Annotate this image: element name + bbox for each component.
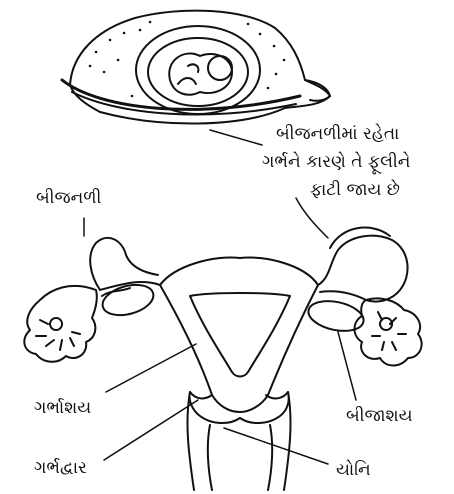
vagina-inner (208, 425, 272, 490)
rupture-callout-text: બીજનળીમાં રહેતા ગર્ભને કારણે તે ફૂલીને ફ… (262, 120, 410, 204)
vagina-walls (187, 392, 290, 490)
right-ovary (306, 296, 367, 335)
right-fimbriae-detail (372, 312, 406, 350)
rupture-leader-line (296, 198, 328, 238)
embryo-shape (169, 53, 232, 94)
label-vagina: યોનિ (336, 462, 371, 479)
callout-line-2: ગર્ભને કારણે તે ફૂલીને (262, 148, 410, 176)
reproductive-anatomy (24, 228, 421, 490)
cervix-outline (189, 392, 288, 423)
inset-oviduct-section (62, 11, 330, 124)
label-cervix: ગર્ભદ્વાર (34, 460, 87, 477)
vagina-leader-line (224, 428, 328, 464)
inset-tube-end (305, 80, 330, 101)
embryo-head (208, 56, 232, 80)
right-fimbriae (355, 298, 422, 365)
label-oviduct: બીજનળી (36, 190, 101, 207)
label-ovary: બીજાશય (346, 408, 413, 425)
callout-line-3: ફાટી જાય છે (262, 176, 410, 204)
uterus-outline (160, 257, 318, 412)
left-oviduct-tube (90, 238, 160, 290)
ovary-leader-line (338, 332, 356, 400)
left-fimbriae-detail (36, 318, 80, 350)
uterine-cavity (190, 293, 290, 377)
inset-leader-line (210, 130, 262, 145)
right-oviduct-inner (320, 291, 366, 300)
inset-dots (90, 22, 284, 96)
left-ovary (99, 280, 156, 321)
label-uterus: ગર્ભાશય (34, 400, 91, 417)
uterus-leader-line (106, 344, 196, 392)
callout-line-1: બીજનળીમાં રહેતા (262, 120, 410, 148)
cervix-leader-line (104, 400, 198, 460)
embryo-detail (178, 64, 198, 84)
